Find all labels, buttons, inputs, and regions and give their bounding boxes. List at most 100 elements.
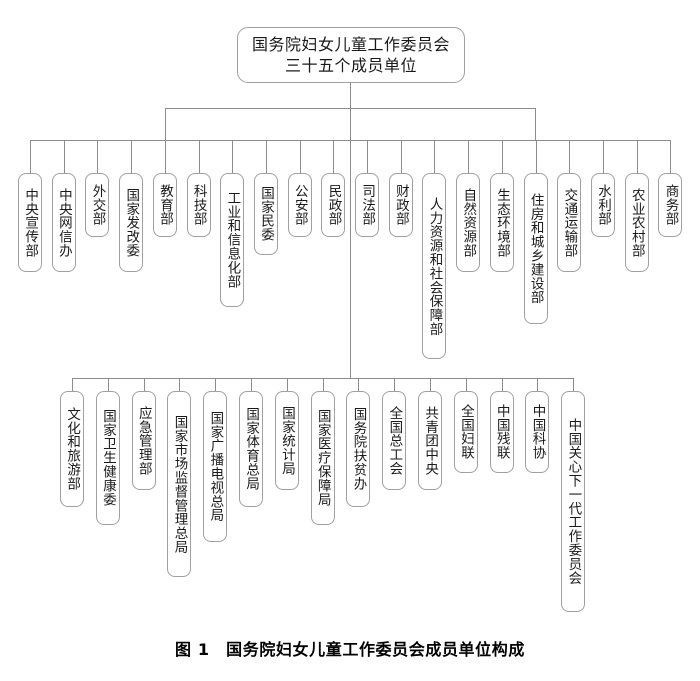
member-unit-row1-14[interactable]: 自然资源部 xyxy=(456,173,481,272)
connector-drop xyxy=(501,378,503,391)
unit-label: 国家民委 xyxy=(258,186,275,242)
unit-label: 中国科协 xyxy=(529,404,546,460)
member-unit-row2-12[interactable]: 全国妇联 xyxy=(453,391,478,473)
connector-drop xyxy=(670,140,672,173)
unit-label: 全国妇联 xyxy=(457,404,474,460)
connector-drop xyxy=(465,378,467,391)
member-unit-row1-18[interactable]: 水利部 xyxy=(590,173,615,237)
member-unit-row2-13[interactable]: 中国残联 xyxy=(489,391,514,473)
unit-label: 中央网信办 xyxy=(55,187,72,258)
row2-trunk xyxy=(350,83,351,378)
unit-label: 全国总工会 xyxy=(386,405,403,476)
member-unit-row1-16[interactable]: 住房和城乡建设部 xyxy=(523,173,548,324)
unit-label: 工业和信息化部 xyxy=(224,191,241,289)
connector-drop xyxy=(602,140,604,173)
connector-drop xyxy=(358,378,360,391)
unit-label: 教育部 xyxy=(156,184,173,226)
member-unit-row2-9[interactable]: 国务院扶贫办 xyxy=(346,391,371,507)
member-unit-row2-4[interactable]: 国家市场监督管理总局 xyxy=(167,391,192,577)
root-node-line-2: 三十五个成员单位 xyxy=(284,56,417,75)
unit-label: 国家发改委 xyxy=(123,187,140,258)
unit-label: 文化和旅游部 xyxy=(64,407,81,491)
unit-label: 自然资源部 xyxy=(460,187,477,258)
unit-label: 中央宣传部 xyxy=(22,187,39,258)
member-unit-row2-1[interactable]: 文化和旅游部 xyxy=(60,391,84,507)
member-unit-row1-5[interactable]: 教育部 xyxy=(152,173,177,237)
connector-drop xyxy=(468,140,470,173)
connector-drop xyxy=(501,140,503,173)
unit-label: 国务院扶贫办 xyxy=(350,407,367,491)
unit-label: 共青团中央 xyxy=(422,405,439,476)
connector-drop xyxy=(215,378,217,391)
member-unit-row1-19[interactable]: 农业农村部 xyxy=(624,173,649,272)
member-unit-row2-7[interactable]: 国家统计局 xyxy=(274,391,299,490)
member-unit-row1-13[interactable]: 人力资源和社会保障部 xyxy=(422,173,447,359)
unit-label: 中国残联 xyxy=(493,404,510,460)
unit-label: 人力资源和社会保障部 xyxy=(426,196,443,336)
connector-drop xyxy=(535,140,537,173)
member-unit-row2-10[interactable]: 全国总工会 xyxy=(382,391,407,490)
member-unit-row1-9[interactable]: 公安部 xyxy=(287,173,312,237)
connector-drop xyxy=(131,140,133,173)
member-unit-row1-4[interactable]: 国家发改委 xyxy=(119,173,144,272)
member-unit-row1-11[interactable]: 司法部 xyxy=(355,173,379,237)
unit-label: 国家统计局 xyxy=(278,405,295,476)
connector-drop xyxy=(333,140,335,173)
connector-drop xyxy=(434,140,436,173)
connector-drop xyxy=(573,378,575,391)
root-node: 国务院妇女儿童工作委员会 三十五个成员单位 xyxy=(237,27,465,83)
unit-label: 民政部 xyxy=(325,184,342,226)
connector-drop xyxy=(299,140,301,173)
connector-drop xyxy=(232,140,234,173)
unit-label: 水利部 xyxy=(595,184,612,226)
connector-drop xyxy=(164,140,166,173)
member-unit-row2-2[interactable]: 国家卫生健康委 xyxy=(95,391,120,525)
member-unit-row2-14[interactable]: 中国科协 xyxy=(525,391,550,473)
connector-drop xyxy=(63,140,65,173)
unit-label: 商务部 xyxy=(662,184,679,226)
row1-upper-bracket-left-drop xyxy=(165,108,166,141)
unit-label: 国家卫生健康委 xyxy=(99,409,116,507)
connector-drop xyxy=(430,378,431,391)
connector-drop xyxy=(30,140,31,173)
member-unit-row1-15[interactable]: 生态环境部 xyxy=(489,173,514,272)
row2-bus xyxy=(72,378,573,379)
unit-label: 公安部 xyxy=(291,184,308,226)
connector-drop xyxy=(400,140,402,173)
connector-drop xyxy=(636,140,638,173)
member-unit-row2-11[interactable]: 共青团中央 xyxy=(418,391,442,490)
member-unit-row1-3[interactable]: 外交部 xyxy=(85,173,110,237)
member-unit-row1-17[interactable]: 交通运输部 xyxy=(557,173,582,272)
unit-label: 交通运输部 xyxy=(561,187,578,258)
member-unit-row2-8[interactable]: 国家医疗保障局 xyxy=(310,391,335,525)
figure-caption: 图 1 国务院妇女儿童工作委员会成员单位构成 xyxy=(175,640,525,659)
member-unit-row1-12[interactable]: 财政部 xyxy=(388,173,413,237)
connector-drop xyxy=(367,140,368,173)
member-unit-row1-20[interactable]: 商务部 xyxy=(658,173,683,237)
connector-drop xyxy=(265,140,267,173)
unit-label: 农业农村部 xyxy=(628,187,645,258)
unit-label: 生态环境部 xyxy=(493,187,510,258)
unit-label: 国家体育总局 xyxy=(243,407,260,491)
member-unit-row2-5[interactable]: 国家广播电视总局 xyxy=(203,391,228,542)
member-unit-row1-6[interactable]: 科技部 xyxy=(186,173,211,237)
root-node-line-1: 国务院妇女儿童工作委员会 xyxy=(251,34,450,54)
member-unit-row1-2[interactable]: 中央网信办 xyxy=(51,173,76,272)
connector-drop xyxy=(107,378,109,391)
connector-drop xyxy=(97,140,99,173)
member-unit-row2-6[interactable]: 国家体育总局 xyxy=(239,391,263,507)
unit-label: 国家市场监督管理总局 xyxy=(171,414,188,554)
member-unit-row1-8[interactable]: 国家民委 xyxy=(253,173,278,255)
connector-drop xyxy=(322,378,324,391)
unit-label: 财政部 xyxy=(392,184,409,226)
unit-label: 中国关心下一代工作委员会 xyxy=(565,418,582,585)
connector-drop xyxy=(179,378,181,391)
member-unit-row2-15[interactable]: 中国关心下一代工作委员会 xyxy=(561,391,586,612)
member-unit-row2-3[interactable]: 应急管理部 xyxy=(131,391,156,490)
member-unit-row1-10[interactable]: 民政部 xyxy=(321,173,346,237)
unit-label: 应急管理部 xyxy=(135,405,152,476)
member-unit-row1-1[interactable]: 中央宣传部 xyxy=(18,173,42,272)
member-unit-row1-7[interactable]: 工业和信息化部 xyxy=(220,173,245,307)
connector-drop xyxy=(569,140,571,173)
